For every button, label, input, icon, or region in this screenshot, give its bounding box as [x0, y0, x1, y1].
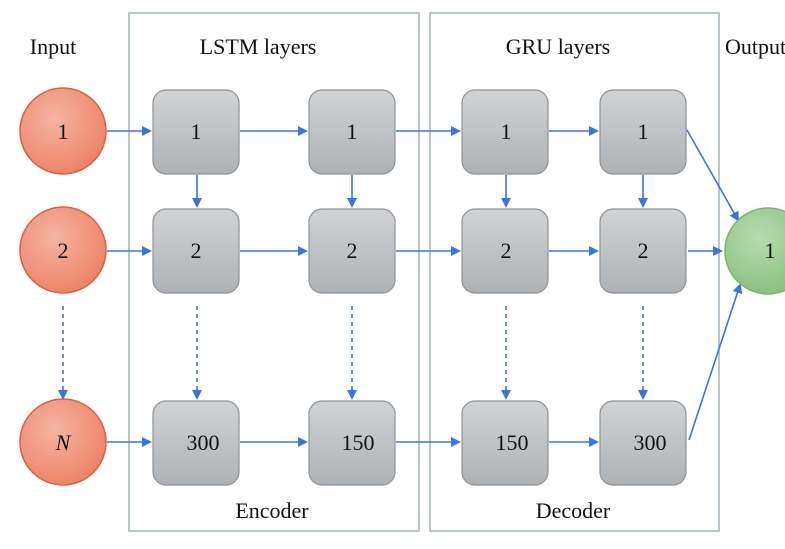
gru-layer-2-cell-2: 2: [599, 208, 687, 294]
gru-layer-1-cell-1-label: 1: [501, 119, 512, 144]
gru-layer-2-cell-2-label: 2: [638, 238, 649, 263]
gru-layer-1-cell-n: 150: [461, 400, 549, 486]
output-node-label: 1: [765, 238, 776, 263]
lstm-layer-2-cell-2: 2: [308, 208, 396, 294]
lstm-layer-1-cell-n: 300: [152, 400, 240, 486]
gru-layer-2-cell-n: 300: [599, 400, 687, 486]
lstm-layer-1-cell-n-label: 300: [187, 430, 220, 455]
input-header: Input: [30, 34, 76, 59]
lstm-layer-2-cell-n: 150: [308, 400, 396, 486]
input-node-2: 2: [19, 206, 107, 294]
lstm-layer-1-cell-2-label: 2: [191, 238, 202, 263]
gru-layer-1-cell-2: 2: [461, 208, 549, 294]
decoder-label: Decoder: [536, 498, 611, 523]
lstm-header: LSTM layers: [200, 34, 317, 59]
input-node-1-label: 1: [58, 119, 69, 144]
gru-layer-1-cell-2-label: 2: [501, 238, 512, 263]
output-node: 1: [724, 207, 785, 295]
gru-layer-1-cell-n-label: 150: [496, 430, 529, 455]
input-node-n: N: [19, 398, 107, 486]
lstm-layer-2-cell-n-label: 150: [342, 430, 375, 455]
input-node-n-label: N: [55, 430, 72, 455]
lstm-layer-1-cell-1-label: 1: [191, 119, 202, 144]
lstm-layer-1-cell-1: 1: [152, 89, 240, 175]
encoder-frame: [128, 12, 420, 532]
lstm-layer-1-cell-2: 2: [152, 208, 240, 294]
output-arrows: [686, 129, 743, 441]
input-node-2-label: 2: [58, 238, 69, 263]
gru-layer-2-cell-1-label: 1: [638, 119, 649, 144]
vertical-solid-arrows: [192, 175, 648, 208]
gru-layer-2-cell-n-label: 300: [634, 430, 667, 455]
lstm-layer-2-cell-2-label: 2: [347, 238, 358, 263]
lstm-layer-2-cell-1: 1: [308, 89, 396, 175]
gru-header: GRU layers: [506, 34, 610, 59]
decoder-frame: [429, 12, 720, 532]
gru-layer-2-cell-1: 1: [599, 89, 687, 175]
encoder-label: Encoder: [235, 498, 309, 523]
input-node-1: 1: [19, 87, 107, 175]
vertical-dotted-arrows: [58, 306, 648, 400]
output-header: Output: [725, 34, 785, 59]
gru-layer-1-cell-1: 1: [461, 89, 549, 175]
lstm-layer-2-cell-1-label: 1: [347, 119, 358, 144]
